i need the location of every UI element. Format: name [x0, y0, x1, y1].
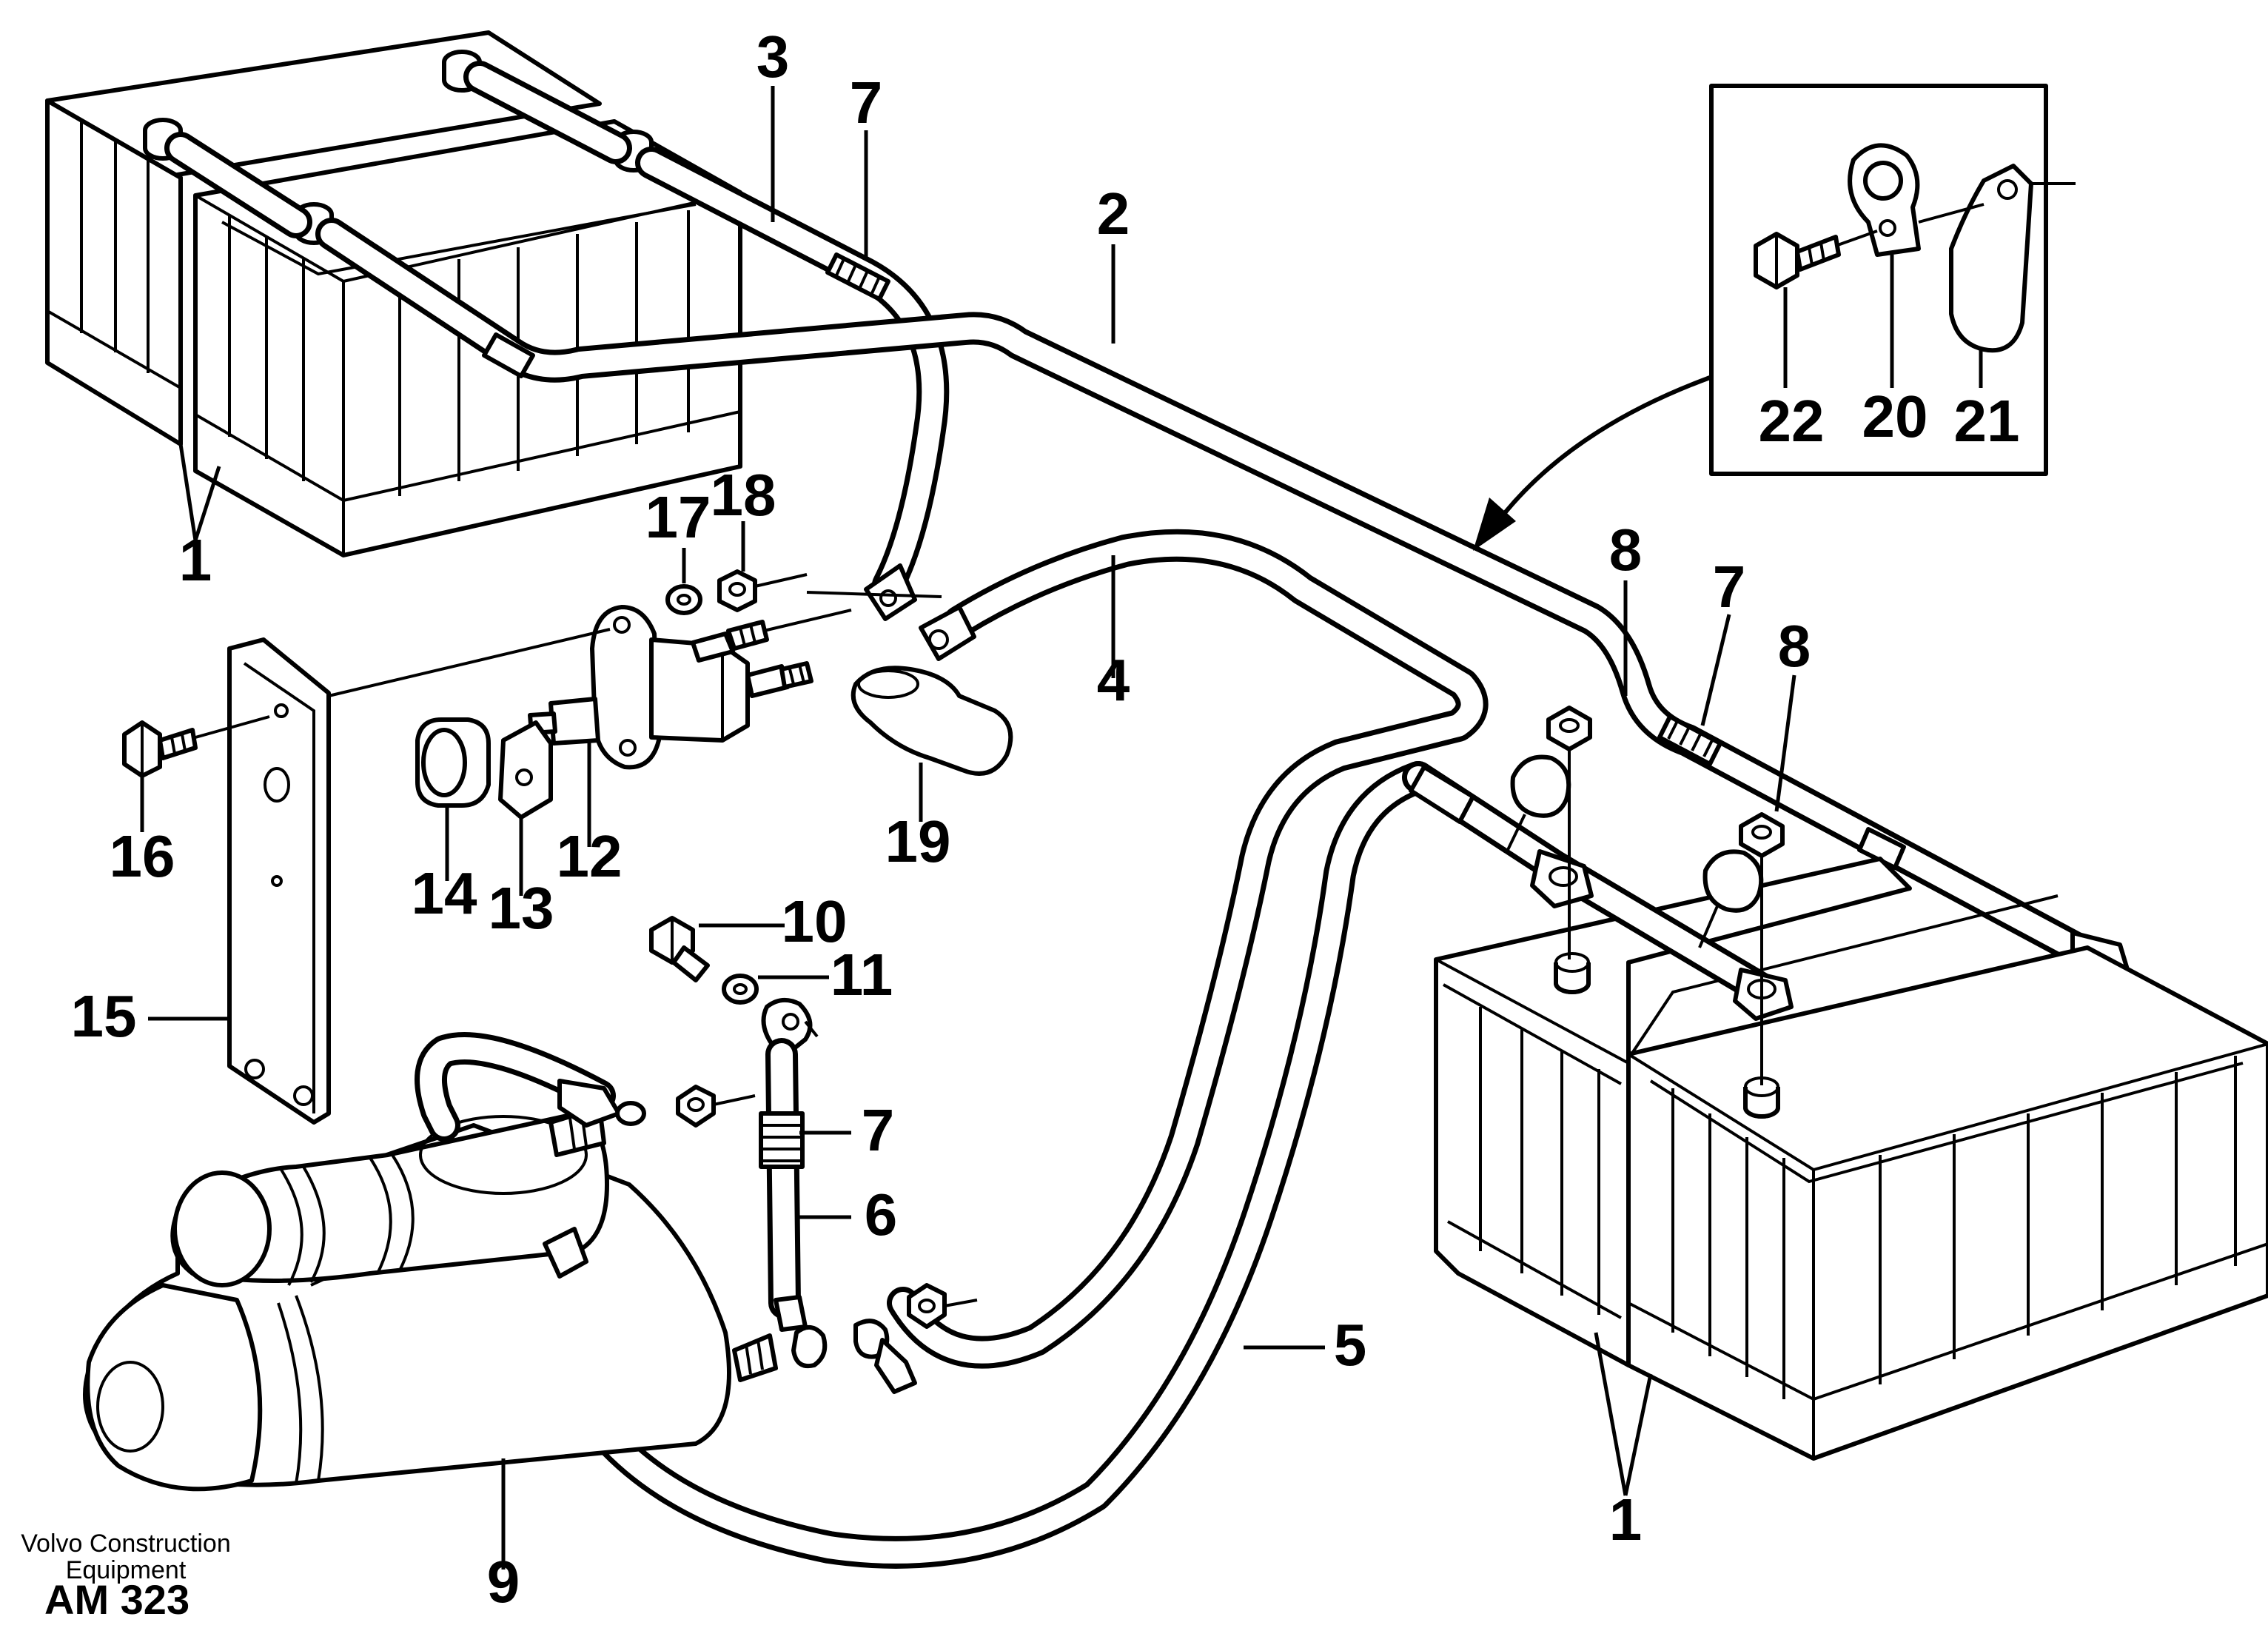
callout-16: 16 [110, 823, 175, 889]
cover-19 [850, 666, 1013, 822]
callout-14: 14 [412, 860, 477, 926]
nut-8-right [1739, 674, 1796, 1085]
callout-7-top: 7 [850, 70, 883, 135]
clamp-21 [1949, 164, 2076, 353]
nut-18 [717, 521, 808, 612]
washer-11 [722, 974, 829, 1005]
callout-12: 12 [557, 823, 623, 889]
cable-2 [315, 218, 2131, 991]
clamp-detail-inset [1709, 84, 2076, 476]
callout-2: 2 [1097, 181, 1130, 247]
credit-line-2: Equipment [66, 1556, 187, 1584]
bracket-plate-15 [148, 628, 611, 1125]
cable-4 [887, 529, 1489, 1369]
washer-17 [665, 548, 702, 615]
callout-labels: 1 1 2 3 4 5 6 7 7 7 8 8 9 10 11 12 13 14… [71, 24, 2020, 1615]
callout-7-middle: 7 [862, 1097, 895, 1163]
lock-plate-13 [498, 720, 553, 896]
drawing-code: AM 323 [44, 1576, 189, 1623]
bolt-22 [1754, 232, 1841, 289]
callout-8-left: 8 [1609, 517, 1643, 583]
callout-11: 11 [831, 942, 893, 1008]
callout-10: 10 [782, 888, 848, 954]
callout-22: 22 [1759, 388, 1825, 454]
cable-5 [591, 761, 1435, 1569]
callout-7-right: 7 [1713, 554, 1746, 620]
callout-1-bottom-right: 1 [1609, 1487, 1643, 1552]
bolt-16 [122, 715, 270, 832]
publisher-credit: Volvo Construction Equipment AM 323 [21, 1530, 231, 1623]
cable-3 [635, 147, 950, 621]
callout-20: 20 [1862, 383, 1928, 449]
callout-5: 5 [1334, 1312, 1367, 1378]
starter-motor-9 [83, 1105, 778, 1570]
callout-1-top-left: 1 [179, 527, 212, 593]
callout-8-right: 8 [1778, 613, 1811, 679]
clamp-20 [1848, 143, 1921, 257]
callout-4: 4 [1097, 647, 1130, 713]
callout-9: 9 [487, 1549, 520, 1615]
credit-line-1: Volvo Construction [21, 1530, 231, 1558]
callout-6: 6 [865, 1182, 898, 1247]
callout-19: 19 [885, 808, 951, 874]
solenoid-link-cable [415, 1032, 756, 1142]
lower-terminal-hardware [853, 1283, 978, 1394]
nut-8-left [1546, 580, 1628, 959]
main-switch-assembly [528, 591, 942, 770]
callout-15: 15 [71, 983, 137, 1049]
callout-21: 21 [1954, 388, 2020, 454]
battery-right-front [1626, 894, 2268, 1461]
bolt-10 [649, 916, 785, 982]
detail-arrow [1473, 375, 1712, 551]
callout-17: 17 [645, 484, 711, 550]
callout-18: 18 [711, 462, 776, 528]
terminal-posts-right [1554, 952, 1780, 1119]
cable-6 [759, 997, 851, 1368]
leader-lines [178, 86, 1731, 1496]
callout-3: 3 [756, 24, 790, 90]
battery-pair-right [1402, 754, 2268, 1461]
knob-14 [415, 717, 491, 881]
callout-13: 13 [489, 875, 554, 941]
